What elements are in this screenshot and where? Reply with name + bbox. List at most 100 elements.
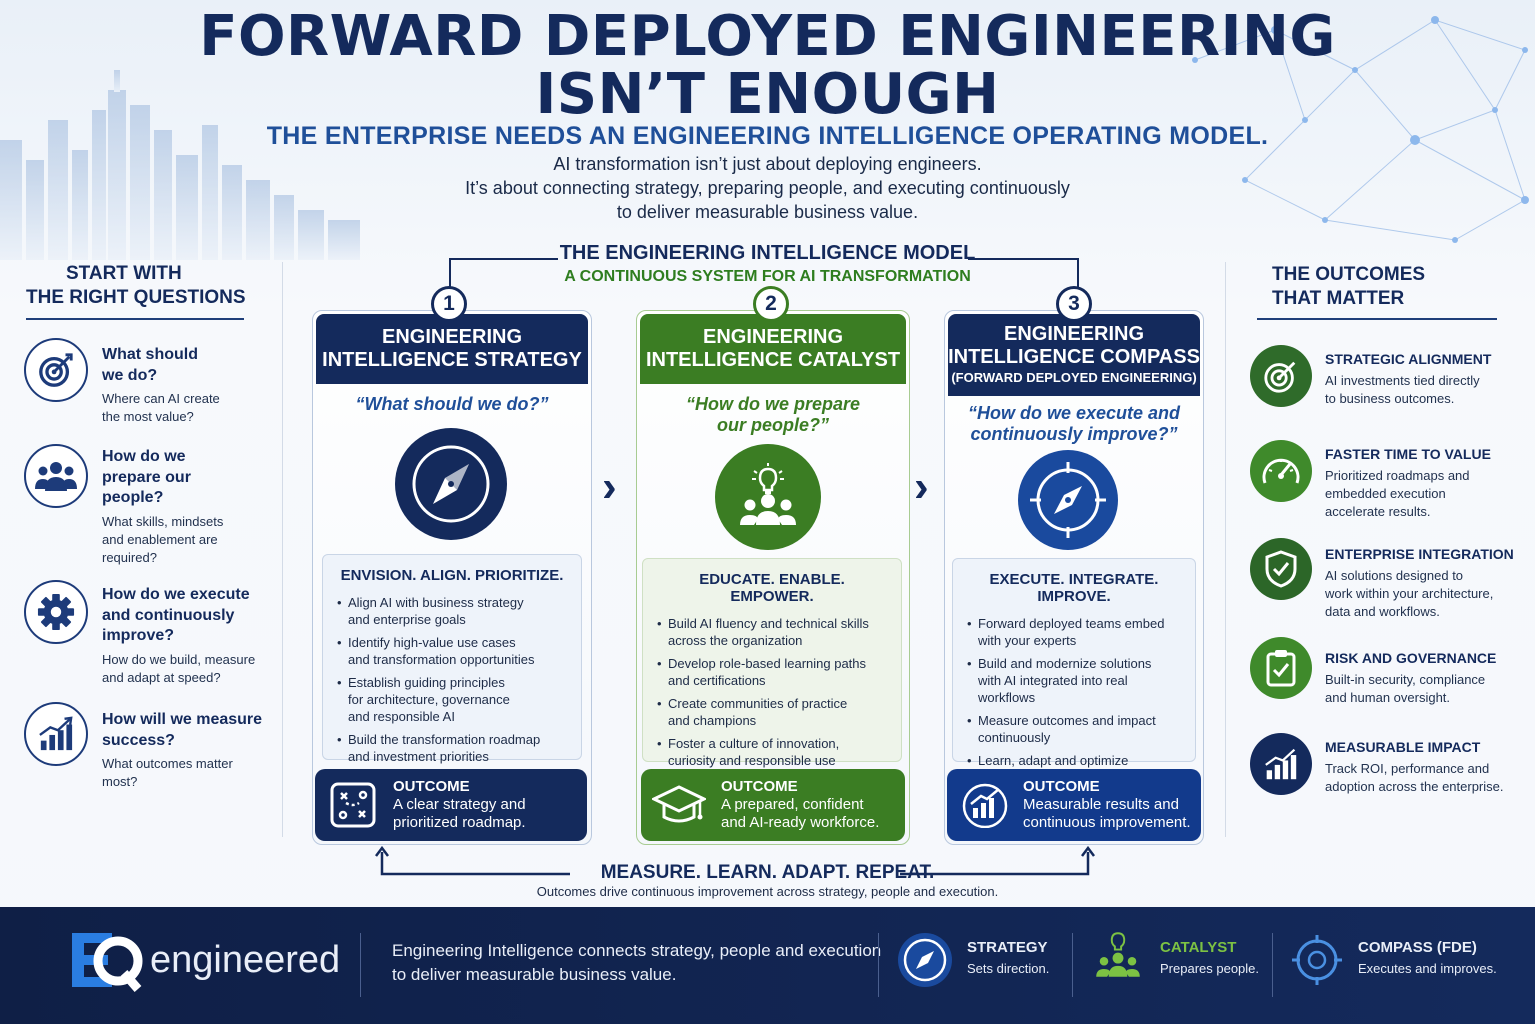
compass-target-icon [1018,450,1118,550]
question-title: What should we do? [102,346,198,384]
left-panel-title-line-2: THE RIGHT QUESTIONS [26,287,246,308]
footer-item-title: CATALYST [1160,939,1237,956]
strategy-question: “What should we do?” [355,394,549,414]
outcome-item-4: RISK AND GOVERNANCE Built-in security, c… [1325,650,1530,707]
right-panel-title: THE OUTCOMES THAT MATTER [1272,263,1502,311]
column-title-line-2: INTELLIGENCE STRATEGY [322,349,582,371]
outcome-label: OUTCOME [1023,778,1100,795]
model-bracket [449,258,1079,290]
city-skyline-image [0,70,360,260]
step-number-1: 1 [431,286,467,322]
clipboard-check-icon [1250,637,1312,699]
compass-icon [395,428,507,540]
outcome-text: Measurable results and continuous improv… [1023,796,1191,831]
footer-item-title: COMPASS (FDE) [1358,939,1477,956]
left-question-1: What should we do? Where can AI create t… [102,345,272,426]
footer-strategy: STRATEGY Sets direction. [967,939,1049,976]
footer-item-title: STRATEGY [967,939,1048,956]
bullet-item: Build and modernize solutions with AI in… [967,655,1181,706]
left-question-2: How do we prepare our people? What skill… [102,447,272,567]
question-subtitle: What outcomes matter most? [102,756,233,789]
outcome-label: OUTCOME [721,778,798,795]
question-subtitle: How do we build, measure and adapt at sp… [102,651,256,685]
catalyst-question: “How do we prepare our people?” [685,394,861,435]
column-title-line-2: INTELLIGENCE CATALYST [645,349,901,371]
brand-name: engineered [150,939,341,981]
chevron-right-icon: › [602,462,617,511]
question-title: How will we measure success? [102,711,263,749]
bullet-item: Identify high-value use cases and transf… [337,634,567,668]
chart-icon [24,702,88,766]
model-title: THE ENGINEERING INTELLIGENCE MODEL [559,242,976,264]
left-panel-title-line-1: START WITH [66,263,182,284]
column-title-line-1: ENGINEERING [702,326,844,348]
outcome-item-subtitle: Prioritized roadmaps and embedded execut… [1325,468,1470,519]
strategy-box: ENVISION. ALIGN. PRIORITIZE. Align AI wi… [322,554,582,764]
left-question-3: How do we execute and continuously impro… [102,585,277,687]
footer-catalyst: CATALYST Prepares people. [1160,939,1259,976]
outcome-item-2: FASTER TIME TO VALUE Prioritized roadmap… [1325,446,1530,521]
network-graphic [1192,16,1529,243]
footer-item-subtitle: Executes and improves. [1358,961,1497,976]
bullet-item: Build AI fluency and technical skills ac… [657,615,887,649]
chart-icon [1250,733,1312,795]
model-subtitle: A CONTINUOUS SYSTEM FOR AI TRANSFORMATIO… [564,268,971,285]
left-panel-divider [26,318,244,320]
strategy-header: ENGINEERING INTELLIGENCE STRATEGY [316,314,588,384]
growth-chart-icon [955,782,1015,828]
right-separator [1225,262,1226,837]
catalyst-header: ENGINEERING INTELLIGENCE CATALYST [640,314,906,384]
shield-check-icon [1250,538,1312,600]
left-separator [282,262,283,837]
speedometer-icon [1250,440,1312,502]
gear-icon [24,580,88,644]
outcome-item-1: STRATEGIC ALIGNMENT AI investments tied … [1325,351,1530,408]
intro-line-3: to deliver measurable business value. [616,202,919,222]
right-panel-title-line-2: THAT MATTER [1272,288,1405,309]
tagline-line-2: to deliver measurable business value. [392,965,677,984]
bullet-item: Forward deployed teams embed with your e… [967,615,1181,649]
title-line-1: FORWARD DEPLOYED ENGINEERING [199,4,1336,69]
compass-outcome: OUTCOME Measurable results and continuou… [947,769,1201,841]
people-icon [24,444,88,508]
compass-icon [898,933,952,987]
outcome-text-block: OUTCOME A prepared, confident and AI-rea… [721,778,879,832]
outcome-item-3: ENTERPRISE INTEGRATION AI solutions desi… [1325,546,1530,621]
title-line-2: ISN’T ENOUGH [535,62,1000,127]
footer-item-subtitle: Sets direction. [967,961,1050,976]
target-icon [1250,345,1312,407]
loop-subtitle: Outcomes drive continuous improvement ac… [536,884,999,899]
column-title-line-3: (FORWARD DEPLOYED ENGINEERING) [951,370,1197,385]
strategy-outcome: OUTCOME A clear strategy and prioritized… [315,769,587,841]
question-title: How do we prepare our people? [102,448,191,506]
outcome-item-subtitle: AI solutions designed to work within you… [1325,568,1494,619]
step-number-2: 2 [753,286,789,322]
page-subtitle: THE ENTERPRISE NEEDS AN ENGINEERING INTE… [266,122,1269,150]
page-title: FORWARD DEPLOYED ENGINEERING ISN’T ENOUG… [0,8,1535,124]
chevron-right-icon: › [914,462,929,511]
footer-divider [360,933,361,997]
bullet-item: Measure outcomes and impact continuously [967,712,1181,746]
intro-line-1: AI transformation isn’t just about deplo… [553,154,982,174]
catalyst-box: EDUCATE. ENABLE. EMPOWER. Build AI fluen… [642,558,902,768]
footer-compass: COMPASS (FDE) Executes and improves. [1358,939,1497,976]
graduation-cap-icon [649,783,709,827]
footer-divider [878,933,879,997]
bullet-item: Align AI with business strategy and ente… [337,594,567,628]
outcome-item-subtitle: Track ROI, performance and adoption acro… [1325,761,1504,794]
footer: engineered Engineering Intelligence conn… [0,907,1535,1024]
footer-item-subtitle: Prepares people. [1160,961,1260,976]
column-title-line-2: INTELLIGENCE COMPASS [948,346,1200,368]
compass-header: ENGINEERING INTELLIGENCE COMPASS (FORWAR… [948,314,1200,396]
column-title-line-1: ENGINEERING [1003,323,1145,345]
bullet-item: Develop role-based learning paths and ce… [657,655,887,689]
box-title: EXECUTE. INTEGRATE. IMPROVE. [989,571,1159,605]
question-subtitle: What skills, mindsets and enablement are… [102,513,224,565]
bullet-item: Establish guiding principles for archite… [337,674,567,725]
outcome-item-title: FASTER TIME TO VALUE [1325,446,1491,462]
left-question-4: How will we measure success? What outcom… [102,710,277,791]
feedback-loop-arrow [375,846,1095,876]
compass-bullets: Forward deployed teams embed with your e… [967,615,1181,786]
footer-divider [1272,933,1273,997]
footer-divider [1072,933,1073,997]
